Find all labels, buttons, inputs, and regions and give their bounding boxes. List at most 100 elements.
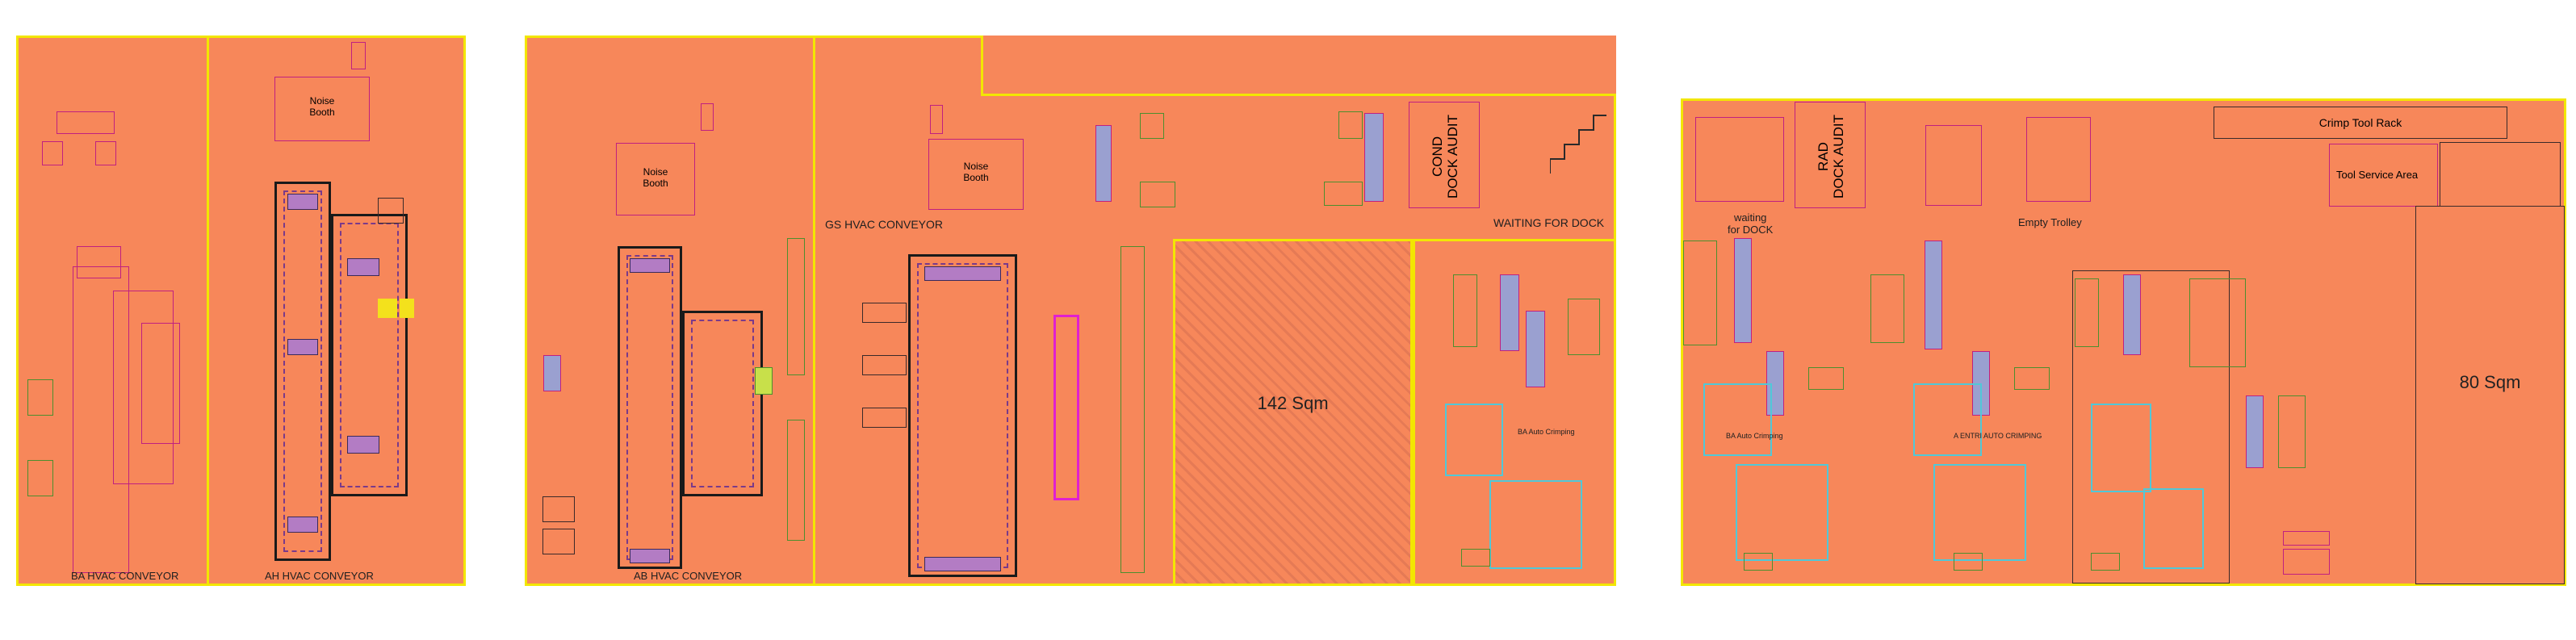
gs-stairs bbox=[1549, 109, 1606, 174]
rad-far-cart bbox=[2278, 395, 2306, 468]
ah-yellow-marker-1 bbox=[378, 299, 397, 318]
ba-station-stack-2 bbox=[141, 323, 180, 444]
ab-bin-left bbox=[543, 355, 561, 391]
gs-right-strip-top bbox=[1413, 239, 1616, 241]
ab-gs-divider bbox=[813, 36, 815, 586]
rad-inner-cart-1 bbox=[2075, 278, 2099, 347]
ba-small-box-1 bbox=[42, 141, 63, 165]
gs-rack-long bbox=[1120, 246, 1145, 573]
ba-green-panel-1 bbox=[27, 379, 53, 416]
gs-cond-dock-audit: COND DOCK AUDIT bbox=[1409, 102, 1480, 208]
gs-waiting-bins-2 bbox=[1526, 311, 1545, 387]
rad-bin-grid-2 bbox=[1925, 125, 1982, 206]
gs-side-tag bbox=[930, 105, 943, 134]
entri-bins-1 bbox=[1925, 241, 1942, 349]
gs-auto-crimping-label: BA Auto Crimping bbox=[1518, 428, 1575, 436]
rad-inner-tag bbox=[2091, 553, 2120, 571]
ah-table bbox=[378, 198, 404, 224]
rad-area-label: 80 Sqm bbox=[2459, 372, 2521, 392]
ah-noise-booth: Noise Booth bbox=[274, 77, 370, 141]
gs-shelf-grid-1 bbox=[862, 303, 907, 323]
gs-bins-audit bbox=[1364, 113, 1384, 202]
ah-yellow-marker-2 bbox=[400, 299, 414, 318]
rad-tag-2 bbox=[1744, 553, 1773, 571]
ab-station-2 bbox=[630, 549, 670, 563]
gs-noise-booth: Noise Booth bbox=[928, 139, 1024, 210]
rad-far-bins bbox=[2246, 395, 2264, 468]
rad-tag-1 bbox=[1808, 367, 1844, 390]
rad-bins-1 bbox=[1734, 238, 1752, 343]
ba-conveyor-frame bbox=[73, 266, 129, 573]
crimp-tool-rack-label: Crimp Tool Rack bbox=[2318, 116, 2402, 129]
ah-station-3 bbox=[287, 517, 318, 533]
rad-inner-zone bbox=[2072, 270, 2230, 584]
entri-cart bbox=[1870, 274, 1904, 343]
ah-conveyor-label: AH HVAC CONVEYOR bbox=[265, 570, 374, 582]
ba-crimping-bench bbox=[1736, 464, 1828, 561]
gs-cart-small-2 bbox=[1140, 182, 1175, 207]
entri-tag-1 bbox=[2014, 367, 2050, 390]
rad-waiting-label: waiting for DOCK bbox=[1728, 211, 1774, 236]
entri-tag-2 bbox=[1954, 553, 1983, 571]
rad-inner-bins bbox=[2123, 274, 2141, 355]
gs-waiting-label: WAITING FOR DOCK bbox=[1493, 216, 1605, 229]
gs-noise-booth-label: Noise Booth bbox=[963, 161, 989, 183]
ab-gs-top-left-edge bbox=[525, 36, 983, 38]
entri-crimping-machine bbox=[1913, 383, 1982, 456]
ba-station-stack-1 bbox=[113, 291, 174, 484]
rad-bin-grid-3 bbox=[2026, 117, 2091, 202]
gs-shelf-grid-3 bbox=[862, 408, 907, 428]
ah-station-1 bbox=[287, 194, 318, 210]
rad-bin-grid-1 bbox=[1695, 117, 1784, 202]
gs-area-label: 142 Sqm bbox=[1257, 393, 1329, 413]
tool-service-area-label: Tool Service Area bbox=[2336, 169, 2419, 181]
gs-waiting-bins-1 bbox=[1500, 274, 1519, 351]
tool-service-tables bbox=[2440, 142, 2561, 207]
rad-inner-cart-2 bbox=[2189, 278, 2246, 367]
ba-shelf-top bbox=[77, 246, 121, 278]
gs-station-1 bbox=[924, 266, 1001, 281]
ah-noise-booth-label: Noise Booth bbox=[309, 95, 335, 118]
gs-142-sqm-area: 142 Sqm bbox=[1173, 239, 1413, 586]
ba-conveyor-label: BA HVAC CONVEYOR bbox=[71, 570, 179, 582]
ba-small-box-2 bbox=[95, 141, 116, 165]
rad-bottom-box-2 bbox=[2283, 549, 2330, 575]
gs-cond-dock-audit-label: COND DOCK AUDIT bbox=[1430, 115, 1460, 199]
ab-gs-step-edge bbox=[981, 36, 983, 96]
rad-80-sqm-area: 80 Sqm bbox=[2415, 206, 2565, 584]
gs-shelf-grid-2 bbox=[862, 355, 907, 375]
gs-crimping-machine bbox=[1445, 404, 1503, 476]
rad-dock-audit: RAD DOCK AUDIT bbox=[1795, 102, 1866, 208]
ab-side-tag bbox=[701, 103, 714, 131]
ba-crimping-machine bbox=[1703, 383, 1772, 456]
ab-locker-1 bbox=[542, 496, 575, 522]
crimp-tool-rack: Crimp Tool Rack bbox=[2214, 107, 2507, 139]
ah-station-4 bbox=[347, 258, 379, 276]
ab-gs-top-right-edge bbox=[981, 94, 1616, 96]
gs-waiting-cart-2 bbox=[1568, 299, 1600, 355]
ah-conveyor-line-2 bbox=[331, 214, 408, 496]
ah-conveyor-line-1 bbox=[274, 182, 331, 561]
empty-trolley-label: Empty Trolley bbox=[2018, 216, 2082, 228]
rad-dock-audit-label: RAD DOCK AUDIT bbox=[1816, 115, 1846, 199]
gs-audit-cart-1 bbox=[1338, 111, 1363, 139]
ab-rack-2 bbox=[787, 420, 805, 541]
ah-side-tag bbox=[351, 42, 366, 69]
tool-service-area: Tool Service Area bbox=[2329, 144, 2438, 207]
entri-crimping-label: A ENTRI AUTO CRIMPING bbox=[1954, 432, 2042, 440]
ba-green-panel-2 bbox=[27, 460, 53, 496]
ab-station-1 bbox=[630, 258, 670, 273]
ab-noise-booth-label: Noise Booth bbox=[643, 166, 668, 189]
stairs-icon bbox=[1549, 115, 1606, 174]
ba-crimping-label: BA Auto Crimping bbox=[1726, 432, 1783, 440]
rad-inner-machine bbox=[2091, 404, 2151, 492]
ab-rack-1 bbox=[787, 238, 805, 375]
gs-waiting-cart-1 bbox=[1453, 274, 1477, 347]
gs-crimping-bench bbox=[1489, 480, 1582, 569]
gs-bins-vertical bbox=[1095, 125, 1112, 202]
gs-conveyor-top-label: GS HVAC CONVEYOR bbox=[825, 218, 943, 231]
ah-station-2 bbox=[287, 339, 318, 355]
rad-bottom-box-1 bbox=[2283, 531, 2330, 546]
ab-conveyor-main bbox=[618, 246, 682, 569]
gs-conveyor-return bbox=[1053, 315, 1079, 500]
